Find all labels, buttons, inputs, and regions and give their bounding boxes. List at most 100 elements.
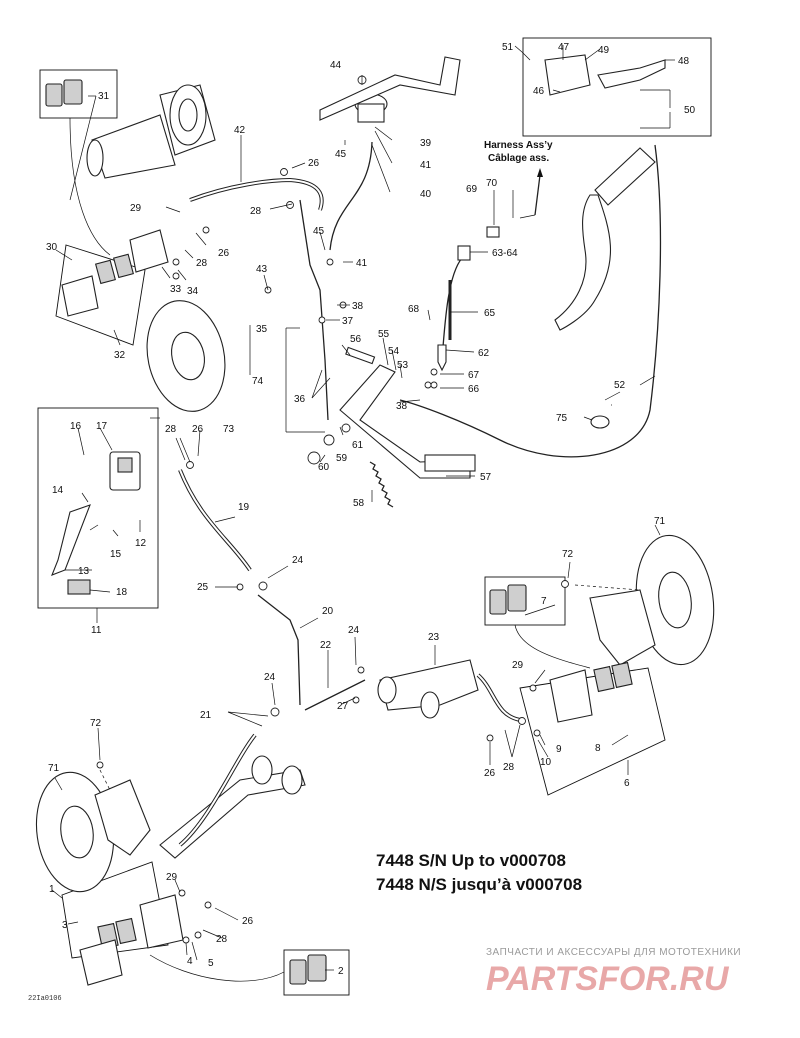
- callout-8: 8: [595, 743, 601, 754]
- curve-2-to-caliper: [149, 954, 285, 982]
- curve-31-to-caliper: [69, 117, 111, 256]
- callout-16: 16: [70, 421, 82, 432]
- callout-47: 47: [558, 42, 570, 53]
- callout-41b: 41: [356, 258, 368, 269]
- callout-32: 32: [114, 350, 126, 361]
- callout-28d: 28: [503, 762, 515, 773]
- return-spring-58: [369, 461, 394, 508]
- inset-box-7: [484, 576, 566, 626]
- proportioning-block-23: [377, 659, 479, 719]
- callout-9: 9: [556, 744, 562, 755]
- title-line-1: 7448 S/N Up to v000708: [376, 851, 566, 870]
- callout-49: 49: [598, 45, 610, 56]
- curve-72b-dash: [99, 769, 111, 791]
- callout-57: 57: [480, 472, 492, 483]
- callout-65: 65: [484, 308, 496, 319]
- callout-73: 73: [223, 424, 235, 435]
- callout-45b: 45: [313, 226, 325, 237]
- inset-box-46-50: [522, 37, 712, 137]
- reference-code: 22Ia0106: [28, 995, 62, 1003]
- callout-3: 3: [62, 920, 68, 931]
- callout-44: 44: [330, 60, 342, 71]
- inset-box-11: [37, 407, 159, 609]
- watermark-logo: PARTSFOR.RU: [486, 960, 730, 998]
- callout-53: 53: [397, 360, 409, 371]
- inset-box-2: [283, 949, 350, 996]
- inset-box-6-8: [519, 667, 666, 796]
- callout-48: 48: [678, 56, 690, 67]
- curve-72-dash: [574, 584, 641, 591]
- callout-28b: 28: [196, 258, 208, 269]
- inset-box-31: [39, 69, 118, 119]
- callout-25: 25: [197, 582, 209, 593]
- callout-29b: 29: [512, 660, 524, 671]
- connector-69: [486, 226, 500, 238]
- hand-brake-master-cylinder: [51, 451, 141, 595]
- harness-label-fr: Câblage ass.: [488, 153, 549, 164]
- callout-50: 50: [684, 105, 696, 116]
- callout-58: 58: [353, 498, 365, 509]
- callout-26e: 26: [242, 916, 254, 927]
- harness-arrow: [537, 168, 543, 177]
- callout-17: 17: [96, 421, 108, 432]
- callout-22: 22: [320, 640, 332, 651]
- callout-75: 75: [556, 413, 568, 424]
- callout-54: 54: [388, 346, 400, 357]
- callout-36: 36: [294, 394, 306, 405]
- brake-line-35: [299, 199, 329, 421]
- callout-26d: 26: [484, 768, 496, 779]
- callout-71b: 71: [48, 763, 60, 774]
- callout-labels: 1 2 3 4 5 6 7 8 9 10 11 12 13 14 15 16 1…: [46, 42, 696, 977]
- callout-13: 13: [78, 566, 90, 577]
- cable-tie-75: [590, 415, 610, 429]
- watermark-tagline: ЗАПЧАСТИ И АКСЕССУАРЫ ДЛЯ МОТОТЕХНИКИ: [486, 947, 741, 958]
- callout-41a: 41: [420, 160, 432, 171]
- callout-18: 18: [116, 587, 128, 598]
- throttle-cable-52: [399, 144, 662, 458]
- callout-27: 27: [337, 701, 349, 712]
- callout-28e: 28: [216, 934, 228, 945]
- title-line-2: 7448 N/S jusqu’à v000708: [376, 875, 582, 894]
- callout-34: 34: [187, 286, 199, 297]
- brake-line-40: [329, 141, 373, 251]
- curve-7-to-caliper: [514, 624, 591, 669]
- callout-10: 10: [540, 757, 552, 768]
- pivot-bolt-56: [345, 346, 376, 365]
- rear-brake-disc-73: [146, 300, 226, 412]
- harness-lead: [534, 174, 541, 216]
- callout-29c: 29: [166, 872, 178, 883]
- rear-axle-housing: [86, 84, 216, 179]
- callout-40: 40: [420, 189, 432, 200]
- callout-35: 35: [256, 324, 268, 335]
- callout-42: 42: [234, 125, 246, 136]
- connector-63-64: [457, 245, 471, 261]
- callout-71a: 71: [654, 516, 666, 527]
- front-left-knuckle-and-disc: [35, 771, 184, 986]
- callout-38b: 38: [396, 401, 408, 412]
- callout-45a: 45: [335, 149, 347, 160]
- callout-4: 4: [187, 956, 193, 967]
- rear-master-cylinder: [319, 56, 461, 123]
- callout-39: 39: [420, 138, 432, 149]
- callout-24a: 24: [292, 555, 304, 566]
- pad-set-31: [45, 79, 83, 107]
- callout-31: 31: [98, 91, 110, 102]
- callout-67: 67: [468, 370, 480, 381]
- callout-19: 19: [238, 502, 250, 513]
- callout-52: 52: [614, 380, 626, 391]
- callout-43: 43: [256, 264, 268, 275]
- callout-51: 51: [502, 42, 514, 53]
- callout-68: 68: [408, 304, 420, 315]
- harness-label-en: Harness Ass’y: [484, 140, 553, 151]
- callout-66: 66: [468, 384, 480, 395]
- callout-11: 11: [91, 625, 102, 636]
- callout-6: 6: [624, 778, 630, 789]
- callout-26b: 26: [218, 248, 230, 259]
- callout-37: 37: [342, 316, 354, 327]
- callout-2: 2: [338, 966, 344, 977]
- front-a-arm: [159, 755, 306, 859]
- leader-lines: [51, 45, 675, 971]
- callout-12: 12: [135, 538, 147, 549]
- brake-light-switch-62: [437, 344, 447, 372]
- callout-24b: 24: [348, 625, 360, 636]
